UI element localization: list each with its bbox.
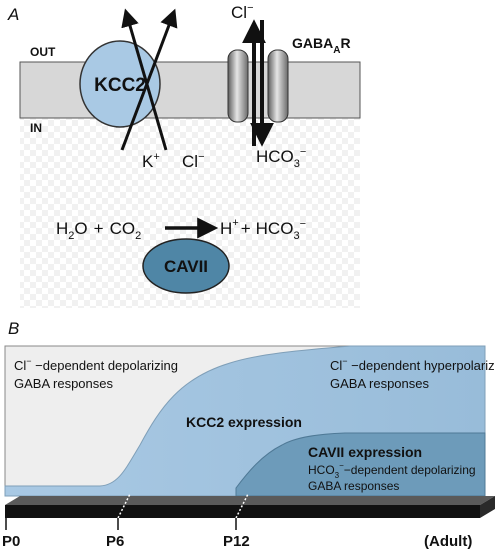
panel-b: B Cl− −dependent depolarizing GABA respo… — [2, 319, 495, 550]
kcc2-expression-label: KCC2 expression — [186, 414, 302, 430]
hco3-depolarizing-text-line2: GABA responses — [308, 479, 399, 493]
out-label: OUT — [30, 45, 56, 59]
p12-dotted-marker — [235, 493, 249, 519]
cl-efflux-arrow — [120, 8, 178, 151]
cavii-label: CAVII — [164, 257, 208, 276]
tick-label-p12: P12 — [223, 533, 250, 550]
p6-dotted-marker — [117, 493, 131, 519]
panel-a: A OUT IN KCC2 K+ Cl− Cl− GABAAR HCO3− H2… — [7, 2, 361, 308]
tick-label-adult: (Adult) — [424, 533, 472, 550]
panel-a-label: A — [7, 5, 19, 24]
age-bar-top-face — [5, 496, 495, 505]
cl-ion-label-top: Cl− — [231, 2, 254, 22]
cell-membrane — [19, 61, 361, 119]
k-efflux-arrow — [121, 8, 168, 151]
kcc2-label: KCC2 — [94, 75, 146, 96]
reaction-substrates: H2O+CO2 — [56, 219, 141, 242]
tick-label-p0: P0 — [2, 533, 20, 550]
in-label: IN — [30, 121, 42, 135]
cavii-expression-area — [235, 432, 486, 497]
panel-b-label: B — [8, 319, 19, 338]
cl-hyperpolarizing-text-line1: Cl− −dependent hyperpolarizing — [330, 356, 495, 373]
hco3-label-bottom: HCO3− — [256, 146, 306, 170]
tick-label-p6: P6 — [106, 533, 124, 550]
cl-depolarizing-text-line1: Cl− −dependent depolarizing — [14, 356, 178, 373]
gaba-a-receptor-label: GABAAR — [292, 35, 351, 56]
age-bar — [5, 505, 480, 518]
cavii-expression-label: CAVII expression — [308, 444, 422, 460]
reaction-products: H++HCO3− — [220, 217, 306, 242]
age-bar-side-face — [480, 496, 495, 518]
cavii-enzyme — [142, 238, 230, 294]
cl-hyperpolarizing-text-line2: GABA responses — [330, 376, 429, 391]
carbonic-anhydrase-reaction: H2O+CO2 H++HCO3− — [56, 217, 306, 242]
cl-depolarizing-text-line2: GABA responses — [14, 376, 113, 391]
k-ion-label: K+ — [142, 151, 160, 171]
cl-ion-label-bottom: Cl− — [182, 151, 205, 171]
gaba-channel-right-subunit — [267, 49, 289, 123]
gaba-channel-left-subunit — [227, 49, 249, 123]
hco3-depolarizing-text-line1: HCO3−−dependent depolarizing — [308, 461, 476, 480]
